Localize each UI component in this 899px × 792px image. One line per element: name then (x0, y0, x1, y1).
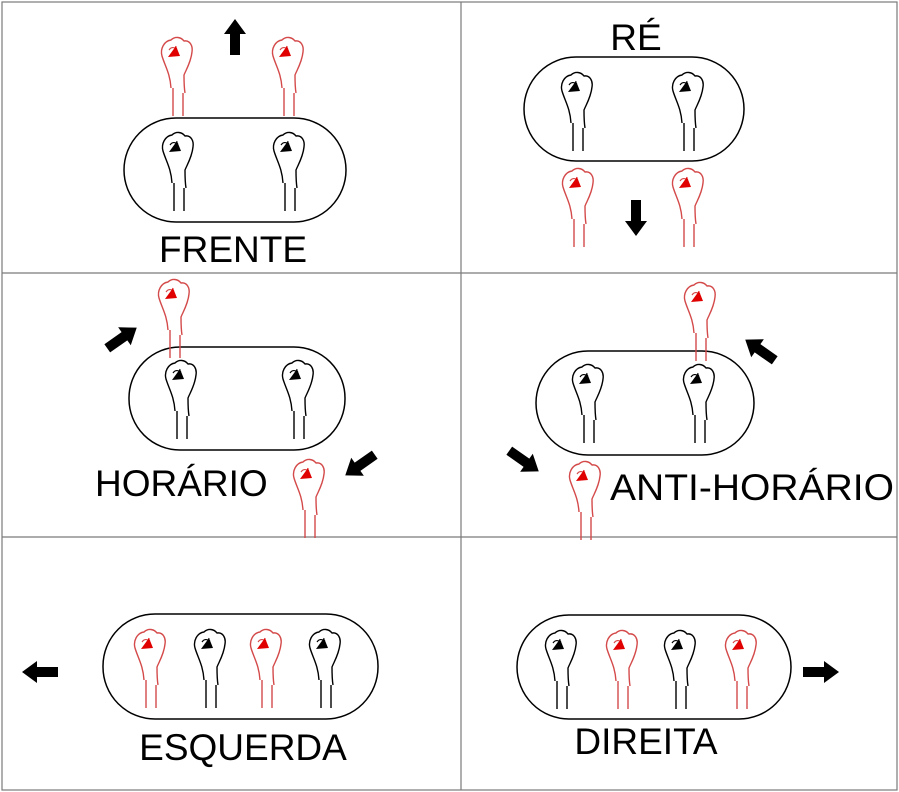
arrow-up-icon (224, 19, 246, 55)
panel-horario: HORÁRIO (95, 278, 382, 539)
robot-body (523, 56, 745, 162)
robot-body (123, 117, 347, 223)
hand-red-icon (157, 278, 190, 359)
arrow-diagonal-icon (338, 445, 382, 485)
hand-red-icon (724, 629, 757, 710)
panel-label: ANTI-HORÁRIO (610, 467, 894, 508)
hand-black-icon (663, 629, 696, 710)
hand-red-icon (671, 167, 704, 248)
arrow-right-icon (803, 661, 839, 683)
hand-black-icon (193, 628, 226, 709)
hand-black-icon (161, 131, 194, 212)
hand-red-icon (292, 458, 325, 539)
arrow-left-icon (22, 661, 58, 683)
panel-esquerda: ESQUERDA (22, 613, 379, 768)
robot-body (102, 613, 379, 720)
hand-black-icon (272, 131, 305, 212)
arrow-diagonal-icon (738, 330, 782, 370)
robot-body (535, 350, 755, 456)
robot-body (128, 346, 346, 451)
hand-red-icon (249, 628, 282, 709)
panel-label: RÉ (610, 17, 661, 58)
panel-re: RÉ (523, 17, 745, 248)
hand-black-icon (671, 71, 704, 152)
arrow-diagonal-icon (100, 318, 144, 358)
hand-red-icon (605, 629, 638, 710)
arrow-diagonal-icon (502, 441, 546, 481)
hand-black-icon (560, 71, 593, 152)
panel-label: FRENTE (159, 229, 307, 270)
panel-label: DIREITA (574, 721, 718, 762)
hand-red-icon (683, 281, 716, 362)
hand-black-icon (164, 359, 197, 440)
panel-anti-horario: ANTI-HORÁRIO (502, 281, 894, 541)
arrow-down-icon (625, 200, 647, 236)
hand-black-icon (571, 363, 604, 444)
hand-red-icon (160, 36, 193, 117)
hand-black-icon (544, 629, 577, 710)
panel-direita: DIREITA (516, 614, 839, 762)
hand-black-icon (682, 363, 715, 444)
hand-red-icon (561, 167, 594, 248)
hand-red-icon (271, 36, 304, 117)
robot-body (516, 614, 792, 720)
hand-red-icon (568, 460, 601, 541)
hand-black-icon (281, 359, 314, 440)
panel-label: ESQUERDA (139, 727, 347, 768)
hand-black-icon (308, 628, 341, 709)
panel-label: HORÁRIO (95, 463, 268, 504)
hand-red-icon (133, 628, 166, 709)
panel-frente: FRENTE (123, 19, 347, 270)
